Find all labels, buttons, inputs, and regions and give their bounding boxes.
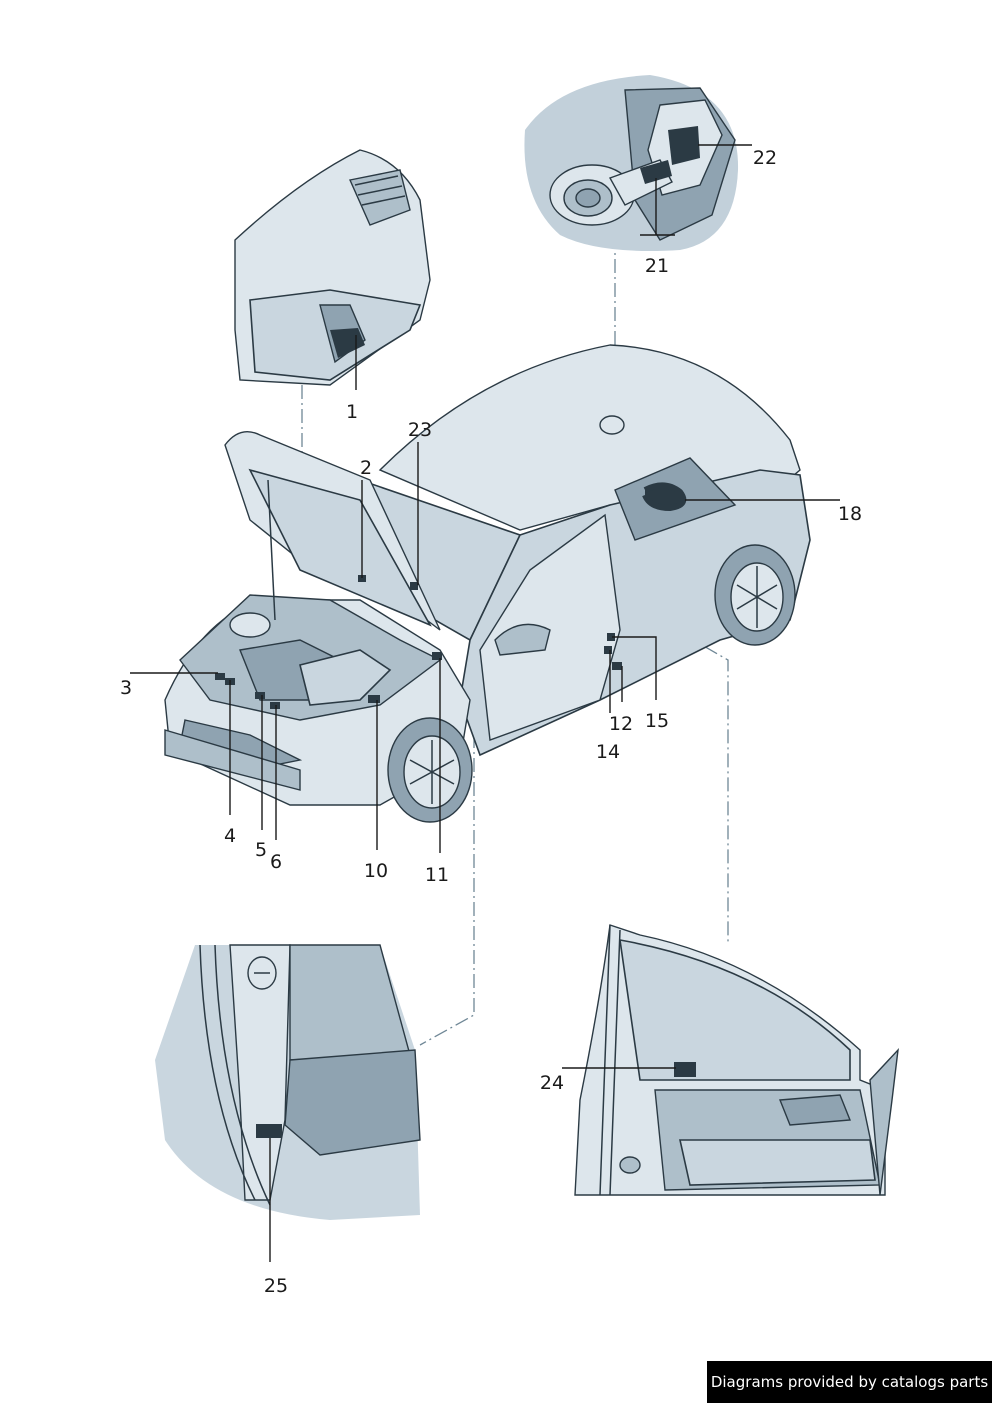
callout-23: 23 bbox=[408, 419, 432, 441]
callout-10: 10 bbox=[364, 860, 388, 882]
footer-credit: Diagrams provided by catalogs parts bbox=[707, 1361, 992, 1403]
label-patch-21 bbox=[640, 160, 672, 184]
label-patch-2 bbox=[358, 575, 366, 582]
label-patch-11 bbox=[432, 652, 442, 660]
car-body bbox=[164, 344, 811, 823]
label-patch-3 bbox=[215, 673, 225, 680]
label-patch-12 bbox=[612, 662, 622, 670]
glovebox-detail bbox=[234, 149, 431, 386]
callout-22: 22 bbox=[753, 147, 777, 169]
door-detail bbox=[574, 924, 899, 1196]
callout-14: 14 bbox=[596, 741, 620, 763]
callout-12: 12 bbox=[609, 713, 633, 735]
fuel-flap-detail bbox=[524, 75, 739, 251]
pillar-detail bbox=[155, 944, 421, 1220]
callout-2: 2 bbox=[360, 457, 372, 479]
label-patch-15 bbox=[607, 633, 615, 641]
label-patch-5 bbox=[255, 692, 265, 699]
callout-24: 24 bbox=[540, 1072, 564, 1094]
callout-11: 11 bbox=[425, 864, 449, 886]
callout-1: 1 bbox=[346, 401, 358, 423]
callout-3: 3 bbox=[120, 677, 132, 699]
callout-21: 21 bbox=[645, 255, 669, 277]
callouts: 1 2 23 3 4 5 6 10 11 12 14 15 18 21 22 2… bbox=[120, 147, 862, 1297]
callout-18: 18 bbox=[838, 503, 862, 525]
label-patch-23 bbox=[410, 582, 418, 590]
callout-15: 15 bbox=[645, 710, 669, 732]
label-patch-22 bbox=[668, 126, 700, 165]
leader-lines bbox=[130, 144, 840, 1262]
label-patch-6 bbox=[270, 702, 280, 709]
callout-6: 6 bbox=[270, 851, 282, 873]
label-patch-10 bbox=[368, 695, 380, 703]
callout-5: 5 bbox=[255, 839, 267, 861]
callout-4: 4 bbox=[224, 825, 236, 847]
label-patch-24 bbox=[674, 1062, 696, 1077]
label-patch-14 bbox=[604, 646, 612, 654]
callout-25: 25 bbox=[264, 1275, 288, 1297]
label-patch-25 bbox=[256, 1124, 282, 1138]
